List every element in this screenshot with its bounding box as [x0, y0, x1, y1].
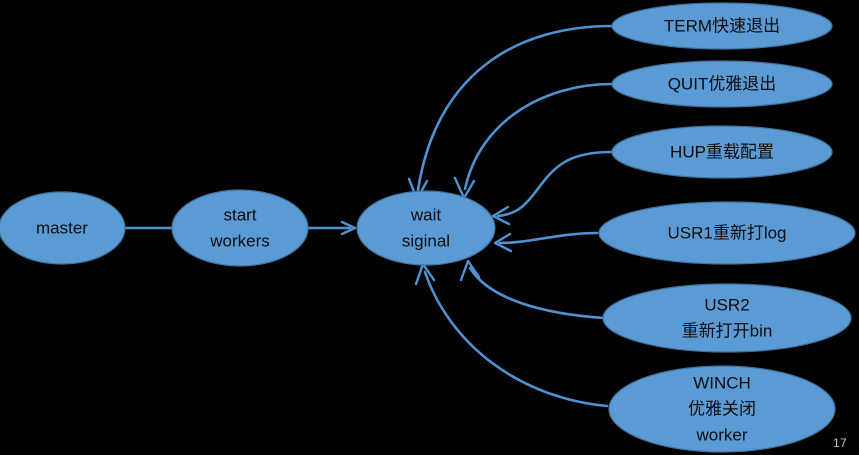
winch-label-line2: 优雅关闭 [688, 399, 756, 418]
signal-node-quit[interactable]: QUIT优雅退出 [611, 60, 833, 108]
flow-node-wait-signal[interactable]: wait siginal [356, 190, 496, 266]
edge-usr1-to-wait-signal [493, 231, 599, 253]
usr2-ellipse[interactable] [602, 283, 852, 353]
flow-node-start-workers[interactable]: start workers [171, 189, 309, 267]
signal-node-term[interactable]: TERM快速退出 [611, 2, 833, 50]
usr1-label: USR1重新打log [667, 223, 786, 242]
quit-ellipse[interactable] [611, 60, 833, 108]
master-label: master [36, 218, 88, 237]
usr2-label-line1: USR2 [704, 295, 749, 314]
edge-start-workers-to-wait-signal [306, 220, 357, 236]
start-workers-label-line1: start [223, 205, 256, 224]
edge-usr2-to-wait-signal [459, 259, 606, 320]
edge-winch-to-wait-signal [414, 262, 609, 408]
edge-quit-to-wait-signal [453, 82, 614, 200]
edge-hup-to-wait-signal [491, 150, 614, 226]
usr1-ellipse[interactable] [598, 201, 856, 265]
edge-term-to-wait-signal [407, 24, 614, 201]
winch-label-line1: WINCH [693, 373, 751, 392]
start-workers-ellipse[interactable] [171, 189, 309, 267]
winch-label-line3: worker [695, 425, 747, 444]
signal-node-winch[interactable]: WINCH 优雅关闭 worker [608, 365, 836, 453]
usr2-label-line2: 重新打开bin [682, 321, 773, 340]
wait-signal-ellipse[interactable] [356, 190, 496, 266]
term-label: TERM快速退出 [664, 16, 780, 35]
term-ellipse[interactable] [611, 2, 833, 50]
wait-signal-label-line1: wait [410, 205, 442, 224]
edge-layer [124, 24, 614, 408]
hup-label: HUP重载配置 [670, 142, 774, 161]
winch-ellipse[interactable] [608, 365, 836, 453]
signal-node-hup[interactable]: HUP重载配置 [611, 125, 833, 179]
wait-signal-label-line2: siginal [402, 231, 450, 250]
hup-ellipse[interactable] [611, 125, 833, 179]
signal-node-usr2[interactable]: USR2 重新打开bin [602, 283, 852, 353]
quit-label: QUIT优雅退出 [668, 74, 777, 93]
flow-node-master[interactable]: master [0, 191, 126, 265]
start-workers-label-line2: workers [209, 231, 270, 250]
page-number: 17 [833, 436, 847, 450]
signal-node-usr1[interactable]: USR1重新打log [598, 201, 856, 265]
master-ellipse[interactable] [0, 191, 126, 265]
